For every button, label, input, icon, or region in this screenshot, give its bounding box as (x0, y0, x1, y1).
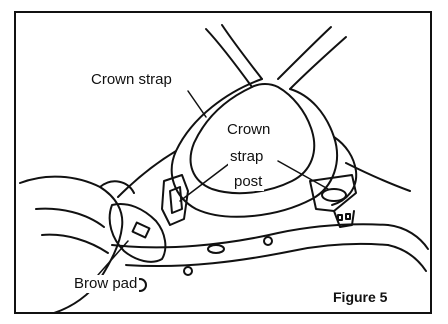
brow-pad-slot (133, 223, 150, 238)
crown-strap-right-arm (278, 27, 331, 79)
tab-slot (338, 215, 342, 220)
brow-pad-label: Brow pad (72, 275, 139, 293)
crown-strap-post-label-line3: post (232, 173, 264, 191)
band-hole (184, 267, 192, 275)
headgear-illustration (16, 13, 432, 314)
crown-strap-post-label-line1: Crown (225, 121, 272, 139)
crown-strap-post-label-line2: strap (228, 148, 265, 166)
frame-bottom-right-lower (388, 245, 426, 271)
figure-frame: Crown strap Crown strap post Brow pad Fi… (14, 11, 432, 314)
hand-finger (42, 235, 108, 253)
crown-strap-left-arm-inner (222, 25, 262, 79)
crown-strap-right-arm-inner (290, 37, 346, 89)
figure-caption: Figure 5 (331, 288, 389, 306)
crown-strap-label: Crown strap (89, 71, 174, 89)
leader-post-left (180, 163, 230, 201)
hand-finger (36, 209, 104, 227)
frame-bottom-right (388, 225, 428, 249)
leader-crown-strap (188, 91, 206, 117)
band-hole (264, 237, 272, 245)
band-hole (208, 245, 224, 253)
frame-left-lower (118, 151, 176, 197)
tab-slot (346, 214, 350, 219)
crown-strap-post-right-hole (322, 189, 346, 201)
